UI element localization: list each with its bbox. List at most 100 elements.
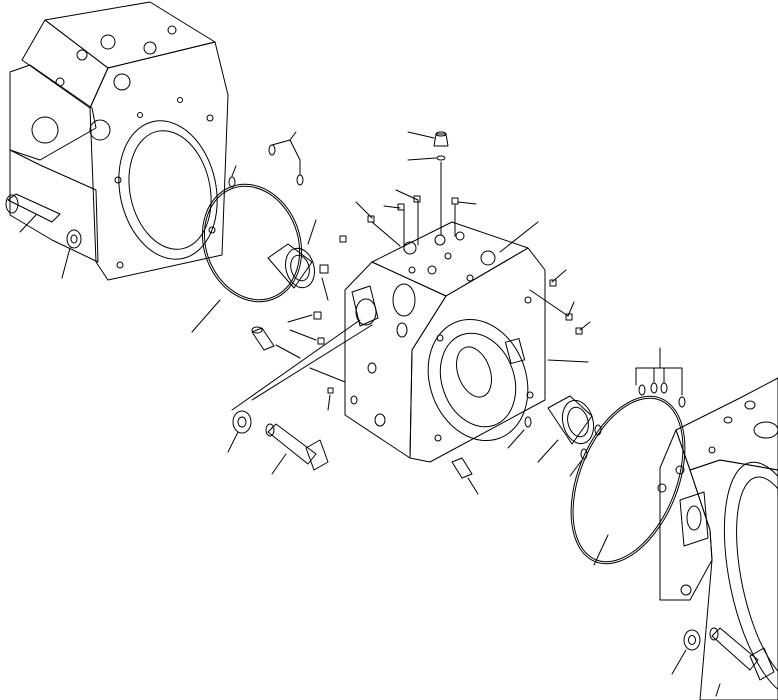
bolt-hole [178, 98, 183, 103]
leader-line [272, 454, 286, 474]
washer-outer [233, 411, 251, 433]
center-washer [228, 411, 251, 452]
o-ring-inner [551, 382, 704, 577]
housing-side-port [90, 120, 110, 140]
pin [679, 397, 685, 407]
bolt-hole [138, 113, 143, 118]
block-side-port [393, 284, 415, 316]
bolt-hole [207, 115, 213, 121]
pin-group [269, 132, 303, 185]
leader-line [538, 440, 558, 462]
housing-left-face [22, 20, 108, 108]
pin [651, 383, 657, 393]
block-port [456, 232, 464, 240]
bearing-body [548, 396, 592, 444]
o-ring-outer [549, 380, 708, 581]
pin [297, 175, 303, 185]
o-ring-outer [186, 170, 317, 316]
o-ring-inner [189, 173, 315, 313]
housing-side-port [687, 506, 701, 530]
leader-line [468, 478, 478, 494]
fitting [576, 328, 582, 334]
leader-line [500, 222, 538, 252]
housing-port [168, 26, 176, 34]
block-side-port [397, 323, 407, 337]
washer-inner [238, 417, 246, 427]
housing-side-port-boss [680, 492, 708, 546]
housing-port [144, 42, 156, 54]
leader-line [552, 270, 566, 282]
fitting [414, 196, 420, 202]
dowel-pin-bottom [452, 458, 478, 494]
housing-bore-inner [721, 470, 778, 690]
bolt-hole [368, 363, 376, 373]
block-port [428, 266, 436, 274]
leader-line [636, 368, 682, 395]
fitting [398, 204, 404, 210]
bolt-hole [658, 484, 666, 492]
right-o-ring [549, 380, 708, 581]
housing-front-face [90, 42, 228, 280]
bolt-hole [437, 335, 443, 341]
leader-line [232, 166, 236, 176]
housing-port [101, 35, 115, 49]
leader-line [228, 432, 238, 452]
leader-line [192, 300, 220, 332]
bolt-hole [525, 297, 531, 303]
leader-line [372, 222, 400, 246]
leader-line [716, 684, 720, 696]
housing-front-face [690, 460, 778, 700]
bolt-hole [527, 392, 533, 398]
plug-seal [437, 156, 445, 160]
washer-outer [684, 630, 700, 650]
left-bolt [6, 194, 60, 232]
block-port [481, 251, 495, 265]
bearing-body [268, 244, 312, 288]
leader-line [232, 320, 360, 410]
leader-line [356, 202, 372, 218]
leader-line [276, 345, 300, 358]
block-boss-inner [428, 323, 528, 438]
leader-line [328, 395, 330, 410]
fitting [368, 216, 374, 222]
pin [229, 177, 235, 187]
leader-line [272, 140, 300, 175]
right-washer [672, 630, 700, 674]
right-pump-housing [658, 378, 778, 700]
leader-line [548, 360, 588, 362]
block-port [467, 275, 473, 281]
block-port [435, 235, 445, 245]
right-bearing [538, 396, 598, 462]
housing-port [77, 50, 87, 60]
side-fittings [530, 270, 590, 362]
block-boss-tab [505, 339, 524, 364]
bearing-face [558, 397, 598, 447]
washer-outer [67, 230, 81, 248]
bolt-shank [268, 424, 316, 464]
leader-line [580, 322, 590, 330]
leader-line [408, 158, 436, 160]
fitting [320, 265, 328, 273]
fitting [328, 388, 333, 393]
leader-line [252, 325, 372, 400]
bolt-head [306, 440, 328, 470]
bearing-bore [564, 405, 591, 439]
block-boss [412, 305, 545, 454]
center-valve-block [345, 222, 545, 462]
block-boss-port [450, 342, 498, 402]
leader-line [530, 290, 568, 316]
block-side-boss [352, 286, 378, 326]
leader-line [458, 202, 476, 204]
top-plug [408, 132, 448, 235]
fitting [318, 338, 324, 344]
pin [269, 145, 275, 155]
left-washer [62, 230, 81, 278]
bolt-shank [8, 194, 60, 222]
bolt-hole [375, 414, 385, 426]
block-side-port [356, 299, 376, 325]
bolt-shank [712, 628, 758, 670]
block-port [409, 267, 415, 273]
block-front-face [410, 248, 545, 462]
block-left-face [345, 262, 446, 458]
